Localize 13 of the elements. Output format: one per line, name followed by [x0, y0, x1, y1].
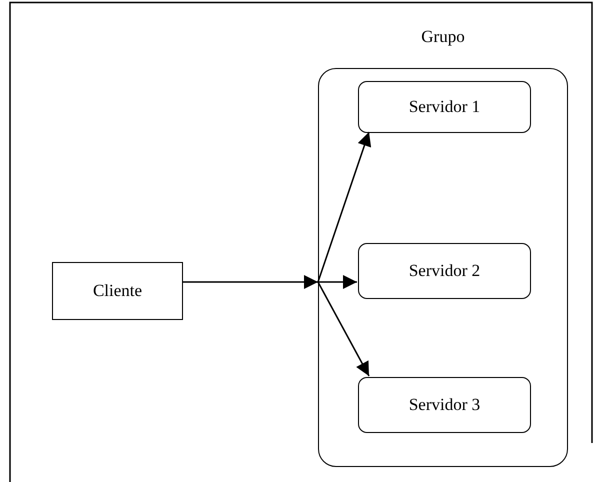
- node-label: Cliente: [92, 281, 144, 301]
- process-box: [358, 377, 531, 433]
- process-box: [52, 262, 183, 320]
- arrow: [183, 275, 318, 289]
- arrow: [318, 275, 357, 289]
- process-box: [358, 81, 531, 133]
- group-label: Grupo: [420, 27, 466, 47]
- node-label: Servidor 3: [408, 395, 482, 415]
- node-label: Servidor 2: [408, 261, 482, 281]
- node-label: Servidor 1: [408, 97, 482, 117]
- arrow: [317, 282, 370, 376]
- arrow: [317, 132, 372, 282]
- process-box: [358, 243, 531, 299]
